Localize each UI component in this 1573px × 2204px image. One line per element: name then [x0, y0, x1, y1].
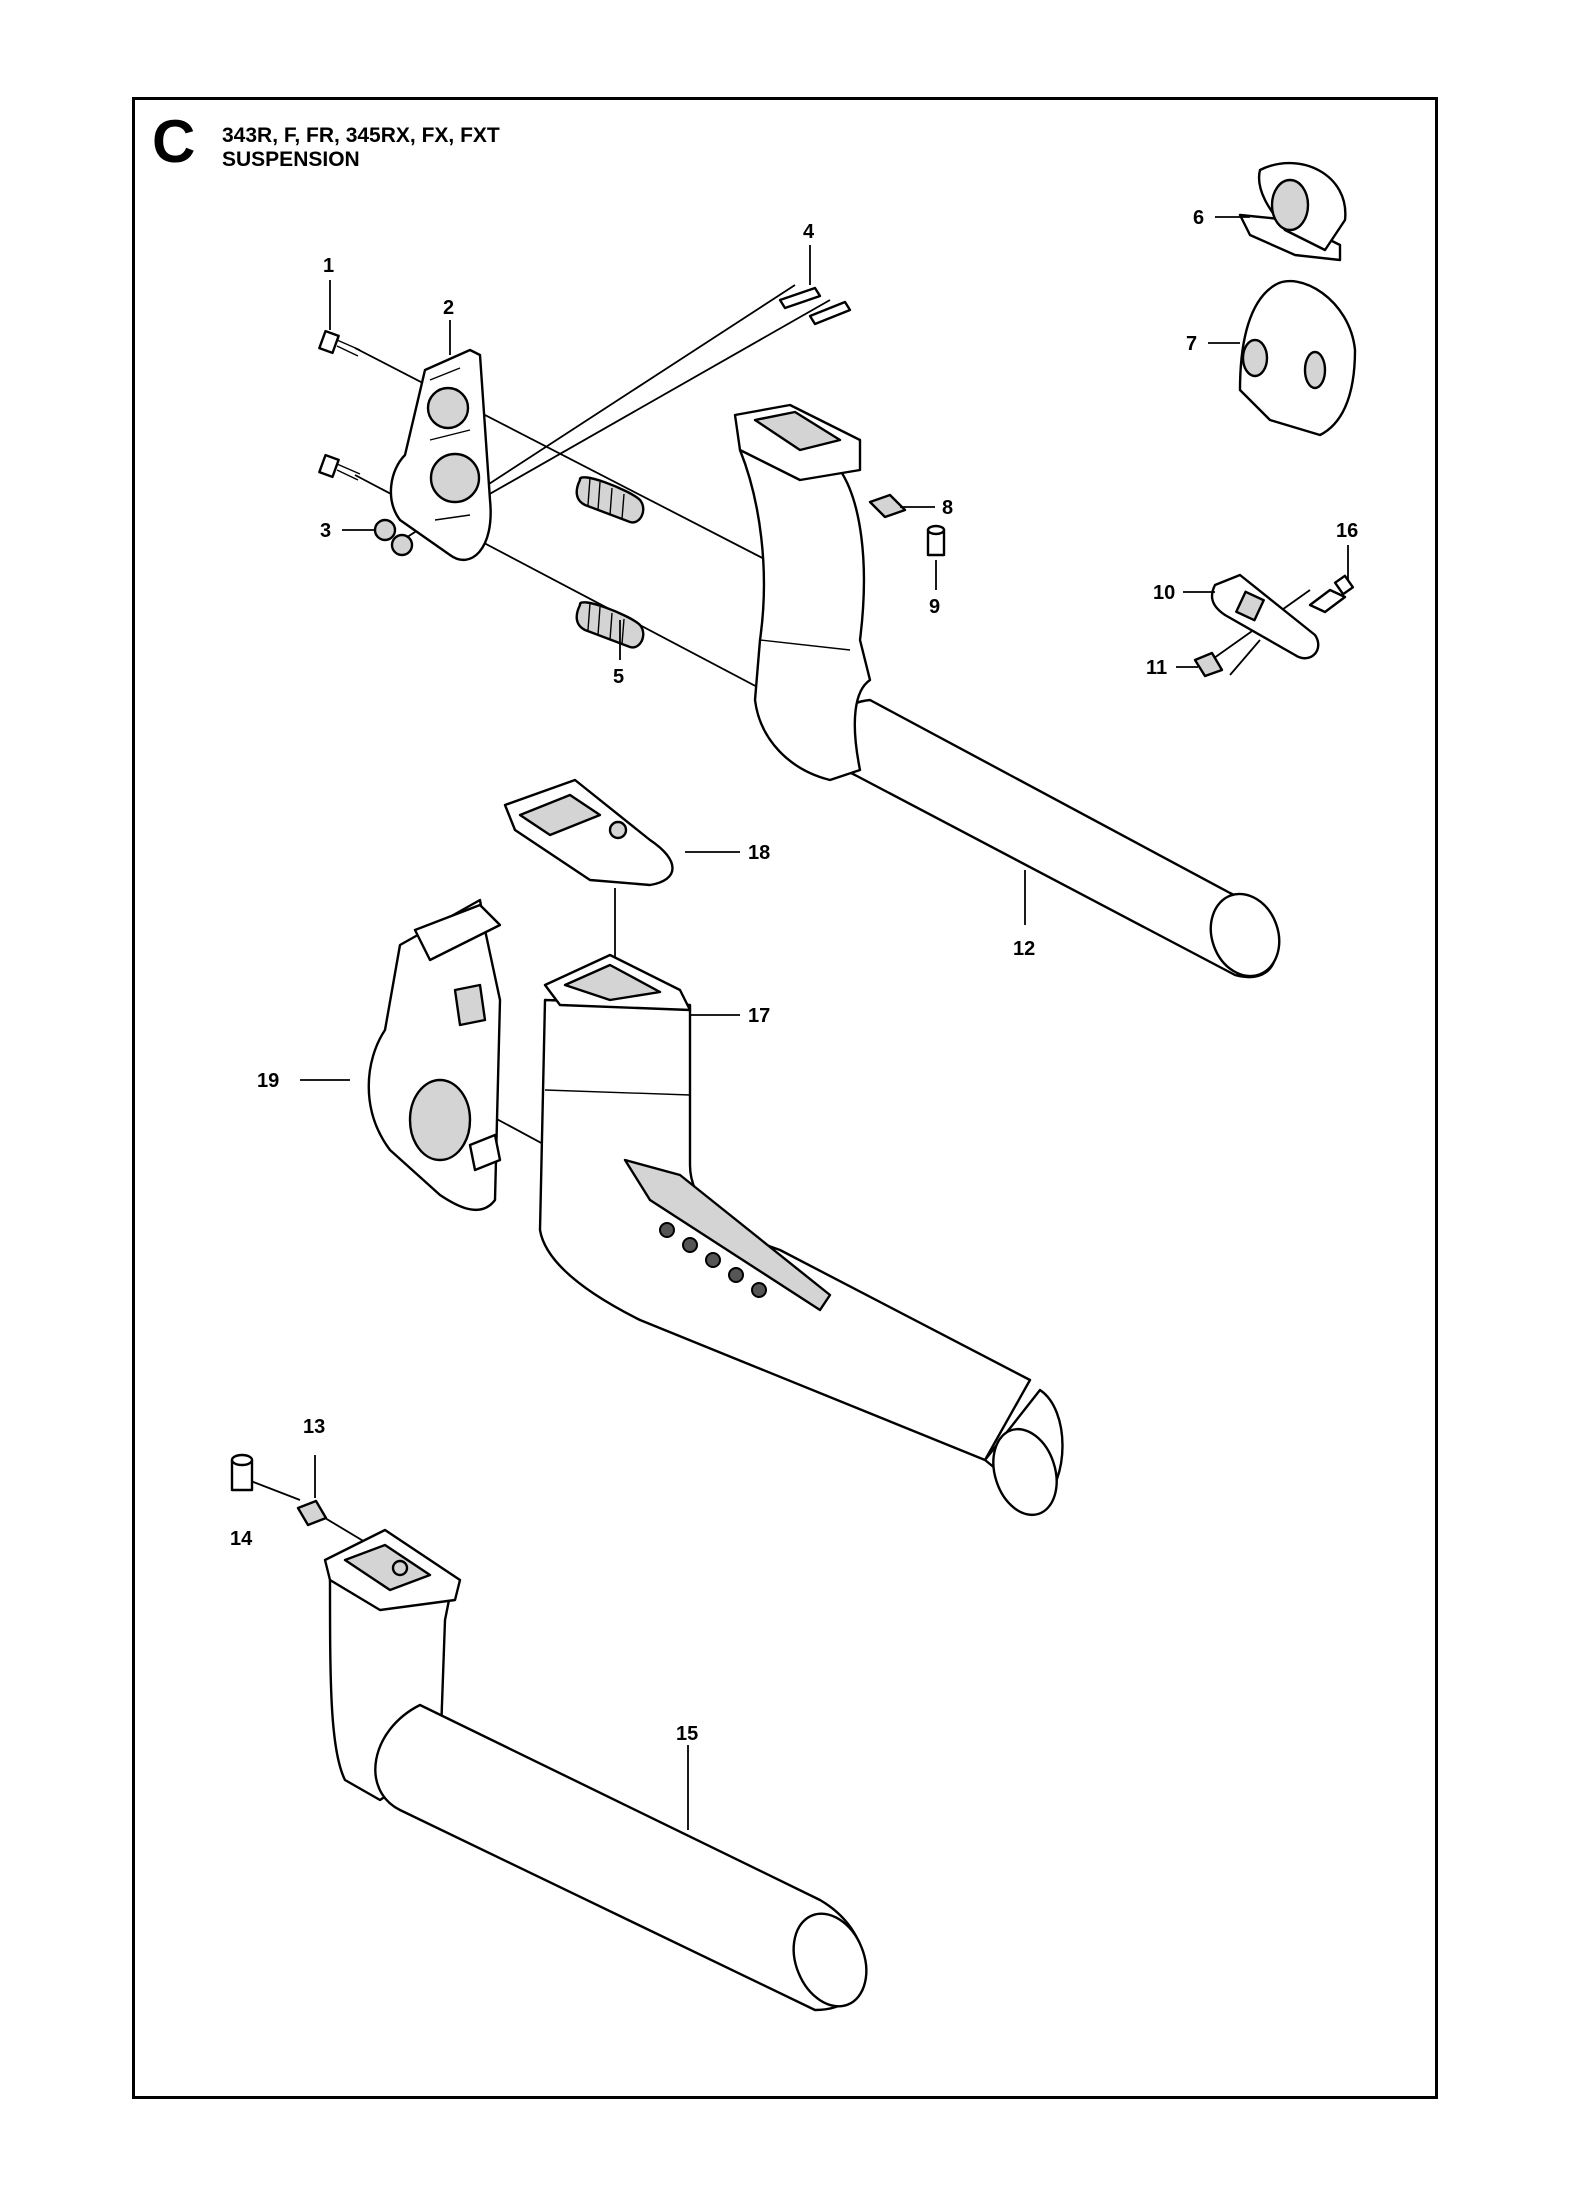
- callout-15: 15: [676, 1723, 698, 1745]
- callout-14: 14: [230, 1528, 253, 1550]
- part-19-bracket: [367, 898, 502, 1212]
- part-12-handle: [733, 403, 1281, 979]
- callout-12: 12: [1013, 938, 1035, 960]
- callout-4: 4: [803, 221, 815, 243]
- model-list: 343R, F, FR, 345RX, FX, FXT: [222, 124, 500, 147]
- callout-13: 13: [303, 1416, 325, 1438]
- part-5-springs: [575, 476, 645, 649]
- part-18-cap: [503, 778, 674, 887]
- diagram-title: SUSPENSION: [222, 148, 360, 171]
- part-7-clip: [1238, 279, 1357, 437]
- part-14-spacer: [230, 1453, 254, 1492]
- callout-labels: 1 2 3 4 5 6 7 8 9 10 11 12 13 14 15 16 1…: [230, 207, 1358, 1745]
- part-1-bolts: [318, 329, 361, 481]
- part-11-nut: [1193, 651, 1224, 678]
- callout-18: 18: [748, 842, 770, 864]
- section-letter: C: [152, 108, 196, 175]
- callout-11: 11: [1146, 657, 1167, 679]
- callout-7: 7: [1186, 333, 1197, 355]
- callout-2: 2: [443, 297, 454, 319]
- part-9-spacer: [926, 524, 946, 557]
- callout-1: 1: [323, 255, 334, 277]
- callout-10: 10: [1153, 582, 1175, 604]
- callout-9: 9: [929, 596, 940, 618]
- part-3-nuts: [373, 518, 414, 557]
- callout-leaders: [300, 216, 1349, 1830]
- callout-17: 17: [748, 1005, 770, 1027]
- callout-8: 8: [942, 497, 953, 519]
- part-15-handle: [323, 1528, 868, 2012]
- callout-19: 19: [257, 1070, 279, 1092]
- part-17-handle: [538, 953, 1064, 1517]
- part-16-bolt: [1308, 574, 1355, 614]
- callout-5: 5: [613, 666, 624, 688]
- callout-3: 3: [320, 520, 331, 542]
- part-10-clip: [1210, 573, 1320, 660]
- part-6-clip: [1238, 161, 1347, 262]
- part-2-bracket: [389, 348, 492, 561]
- part-13-nut: [296, 1499, 328, 1527]
- part-8-nut: [868, 493, 907, 519]
- callout-16: 16: [1336, 520, 1358, 542]
- diagram-frame: [132, 97, 1438, 2099]
- part-4-bolts: [778, 286, 852, 326]
- callout-6: 6: [1193, 207, 1204, 229]
